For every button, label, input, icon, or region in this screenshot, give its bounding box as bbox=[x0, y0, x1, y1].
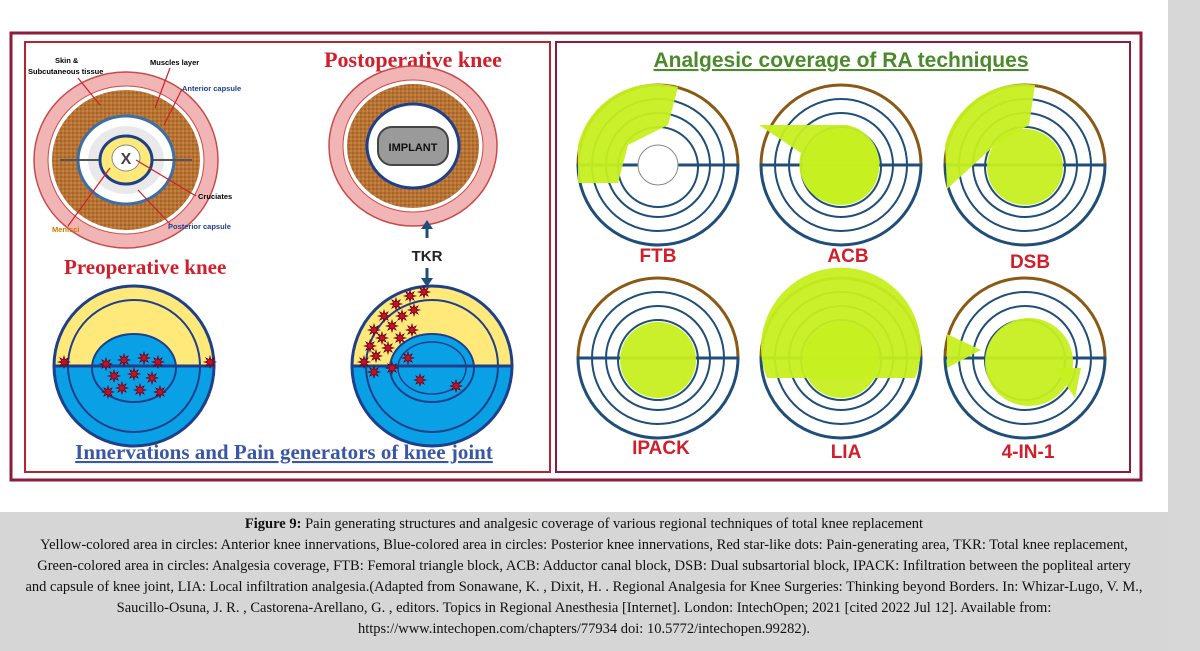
caption-line: Saucillo-Osuna, J. R. , Castorena-Arella… bbox=[0, 598, 1168, 619]
pain-star bbox=[100, 358, 112, 370]
figure-svg: X Skin & Subcutaneous tissue Muscles lay… bbox=[0, 0, 1168, 512]
pain-star bbox=[204, 356, 216, 368]
figure-title: Pain generating structures and analgesic… bbox=[305, 516, 923, 532]
pain-star bbox=[116, 382, 128, 394]
label-skin: Skin & bbox=[55, 56, 79, 65]
figure-image: X Skin & Subcutaneous tissue Muscles lay… bbox=[0, 0, 1168, 512]
pain-diagram-preoperative bbox=[54, 286, 216, 446]
pain-star bbox=[450, 380, 462, 392]
caption-line: Yellow-colored area in circles: Anterior… bbox=[0, 535, 1168, 556]
coverage-area bbox=[803, 322, 879, 398]
label-posterior-capsule: Posterior capsule bbox=[168, 222, 231, 231]
technique-label: IPACK bbox=[632, 438, 690, 459]
technique-label: ACB bbox=[827, 246, 868, 267]
pain-star bbox=[154, 386, 166, 398]
pain-star bbox=[370, 350, 382, 362]
title-innervations: Innervations and Pain generators of knee… bbox=[75, 440, 493, 464]
pain-star bbox=[358, 356, 370, 368]
coverage-area bbox=[620, 322, 696, 398]
coverage-diagram-acb bbox=[759, 85, 921, 245]
pain-star bbox=[414, 374, 426, 386]
technique-label: FTB bbox=[640, 246, 677, 267]
pain-star bbox=[108, 370, 120, 382]
label-muscles: Muscles layer bbox=[150, 58, 199, 67]
pain-star bbox=[386, 320, 398, 332]
pain-star bbox=[128, 368, 140, 380]
coverage-diagram-dsb bbox=[945, 84, 1105, 245]
pain-star bbox=[394, 332, 406, 344]
pain-star bbox=[58, 356, 70, 368]
coverage-diagram-4-in-1 bbox=[945, 278, 1105, 438]
technique-label: 4-IN-1 bbox=[1002, 442, 1055, 463]
postoperative-knee-diagram: IMPLANT bbox=[329, 66, 497, 226]
coverage-area bbox=[987, 129, 1063, 205]
coverage-area bbox=[985, 318, 1073, 406]
coverage-diagram-ftb bbox=[578, 84, 738, 245]
pain-star bbox=[396, 310, 408, 322]
label-menisci: Menisci bbox=[52, 225, 80, 234]
figure-label: Figure 9: bbox=[245, 516, 302, 532]
pain-star bbox=[146, 372, 158, 384]
cruciate-mark: X bbox=[121, 151, 132, 168]
caption-line: https://www.intechopen.com/chapters/7793… bbox=[0, 619, 1168, 640]
pain-star bbox=[152, 356, 164, 368]
pain-diagram-postoperative bbox=[352, 286, 512, 446]
pain-star bbox=[378, 310, 390, 322]
pain-star bbox=[138, 352, 150, 364]
caption-line: Green-colored area in circles: Analgesia… bbox=[0, 556, 1168, 577]
label-anterior-capsule: Anterior capsule bbox=[182, 84, 241, 93]
pain-star bbox=[418, 286, 430, 298]
figure-caption: Figure 9: Pain generating structures and… bbox=[0, 512, 1168, 651]
technique-label: LIA bbox=[831, 442, 862, 463]
title-analgesic-coverage: Analgesic coverage of RA techniques bbox=[654, 49, 1029, 72]
coverage-diagram-ipack bbox=[578, 278, 738, 438]
pain-star bbox=[406, 324, 418, 336]
title-preoperative: Preoperative knee bbox=[64, 255, 226, 279]
caption-title-line: Figure 9: Pain generating structures and… bbox=[0, 514, 1168, 535]
pain-star bbox=[376, 332, 388, 344]
pain-star bbox=[134, 384, 146, 396]
implant-label: IMPLANT bbox=[389, 142, 438, 154]
pain-star bbox=[408, 304, 420, 316]
coverage-diagram-lia bbox=[761, 268, 921, 438]
pain-star bbox=[382, 342, 394, 354]
caption-line: and capsule of knee joint, LIA: Local in… bbox=[0, 577, 1168, 598]
technique-label: DSB bbox=[1010, 252, 1050, 273]
coverage-area bbox=[803, 129, 879, 205]
coverage-grid: FTB ACB DSB IPACK LIA 4-IN-1 bbox=[578, 84, 1105, 463]
pain-star bbox=[368, 366, 380, 378]
pain-star bbox=[364, 340, 376, 352]
label-cruciates: Cruciates bbox=[198, 192, 232, 201]
pain-star bbox=[386, 362, 398, 374]
pain-star bbox=[404, 290, 416, 302]
pain-star bbox=[402, 352, 414, 364]
pain-star bbox=[102, 386, 114, 398]
pain-star bbox=[118, 354, 130, 366]
pain-star bbox=[390, 298, 402, 310]
label-skin-2: Subcutaneous tissue bbox=[28, 67, 103, 76]
tkr-label: TKR bbox=[412, 248, 443, 265]
